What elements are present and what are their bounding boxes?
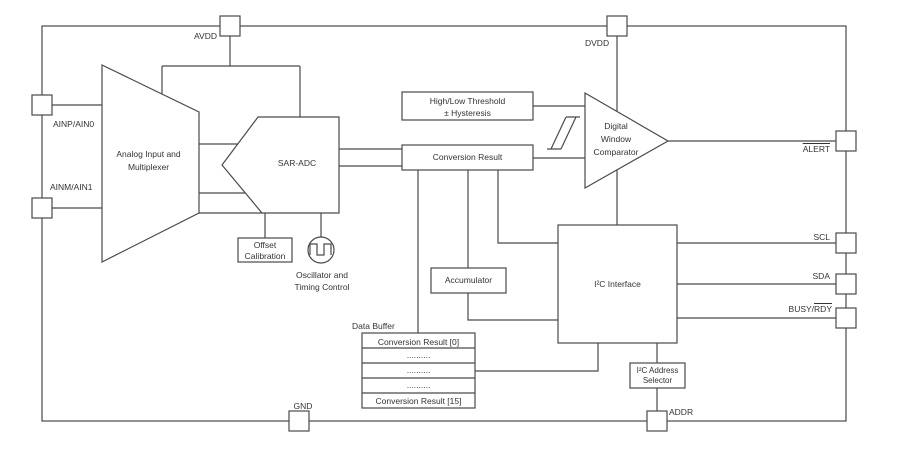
- comparator-block: [584, 91, 670, 190]
- oscillator-line2: Timing Control: [294, 282, 350, 292]
- addr-pin-label: ADDR: [669, 407, 694, 417]
- sda-pin-label: SDA: [812, 271, 830, 281]
- comparator-line1: Digital: [604, 121, 628, 131]
- data-buffer-row-1: ..........: [406, 350, 431, 360]
- sar-adc-block: [221, 116, 340, 214]
- mux-label-line2: Multiplexer: [127, 162, 170, 172]
- analog-input-wires: [52, 104, 102, 209]
- comparator-line3: Comparator: [593, 147, 639, 157]
- data-buffer-title: Data Buffer: [352, 321, 395, 331]
- sar-adc-label: SAR-ADC: [277, 158, 317, 168]
- data-buffer-row-0: Conversion Result [0]: [377, 337, 460, 347]
- buffer-to-i2c-wire: [475, 343, 599, 372]
- accumulator-to-i2c-wire: [467, 293, 558, 321]
- chip-outline: [41, 25, 847, 422]
- scl-pin-label: SCL: [813, 232, 830, 242]
- comparator-line2: Window: [600, 134, 632, 144]
- oscillator-block: [307, 236, 335, 264]
- data-buffer-row-4: Conversion Result [15]: [375, 396, 462, 406]
- oscillator-label: Oscillator and Timing Control: [277, 269, 367, 293]
- offset-cal-label: Offset Calibration: [238, 240, 292, 262]
- rdy-label-part: RDY: [814, 304, 832, 314]
- addr-pin: [646, 410, 668, 432]
- alert-pin: [835, 130, 857, 152]
- selector-line1: I²C Address: [636, 366, 679, 375]
- data-buffer-row-2: ..........: [406, 365, 431, 375]
- oscillator-line1: Oscillator and: [296, 270, 348, 280]
- result-to-i2c-wire: [497, 170, 558, 244]
- threshold-label: High/Low Threshold ± Hysteresis: [402, 95, 533, 119]
- i2c-bus-wires: [677, 242, 836, 319]
- mux-adc-wires: [199, 143, 262, 214]
- adc-result-bus: [339, 148, 402, 167]
- square-wave-icon: [309, 243, 332, 256]
- accumulator-label: Accumulator: [444, 275, 493, 285]
- i2c-address-selector-label: I²C Address Selector: [630, 366, 685, 386]
- i2c-interface-label: I²C Interface: [594, 279, 641, 289]
- comparator-label: Digital Window Comparator: [586, 120, 646, 159]
- ainp-pin-label: AINP/AIN0: [53, 119, 95, 129]
- dvdd-pin-label: DVDD: [585, 38, 610, 48]
- busy-rdy-pin: [835, 307, 857, 329]
- ainp-pin: [31, 94, 53, 116]
- offset-cal-block: [237, 237, 293, 263]
- dvdd-pin: [606, 15, 628, 37]
- comparator-input-wires: [533, 105, 585, 159]
- alert-pin-label: ALERT: [802, 144, 830, 154]
- ainm-pin-label: AINM/AIN1: [50, 182, 93, 192]
- threshold-line1: High/Low Threshold: [429, 96, 506, 106]
- ainm-pin: [31, 197, 53, 219]
- accumulator-block: [430, 267, 507, 294]
- mux-label: Analog Input and Multiplexer: [98, 148, 199, 174]
- conversion-result-label: Conversion Result: [432, 152, 503, 162]
- data-buffer-table: [361, 332, 476, 409]
- avdd-pin: [219, 15, 241, 37]
- data-buffer-row-lines: [362, 347, 475, 394]
- threshold-line2: ± Hysteresis: [444, 108, 491, 118]
- gnd-pin-label: GND: [293, 401, 313, 411]
- offset-cal-line2: Calibration: [244, 251, 286, 261]
- mux-label-line1: Analog Input and: [116, 149, 181, 159]
- offset-cal-line1: Offset: [253, 240, 277, 250]
- data-buffer-row-3: ..........: [406, 380, 431, 390]
- busy-rdy-pin-label: BUSY/RDY: [760, 304, 832, 315]
- sda-pin: [835, 273, 857, 295]
- hysteresis-icon: [547, 116, 580, 150]
- avdd-pin-label: AVDD: [194, 31, 217, 41]
- gnd-pin: [288, 410, 310, 432]
- scl-pin: [835, 232, 857, 254]
- i2c-address-selector-block: [629, 362, 686, 389]
- threshold-block: [401, 91, 534, 121]
- selector-line2: Selector: [642, 376, 673, 385]
- avdd-rail-wire: [161, 36, 301, 117]
- busy-label-part: BUSY/: [788, 304, 815, 314]
